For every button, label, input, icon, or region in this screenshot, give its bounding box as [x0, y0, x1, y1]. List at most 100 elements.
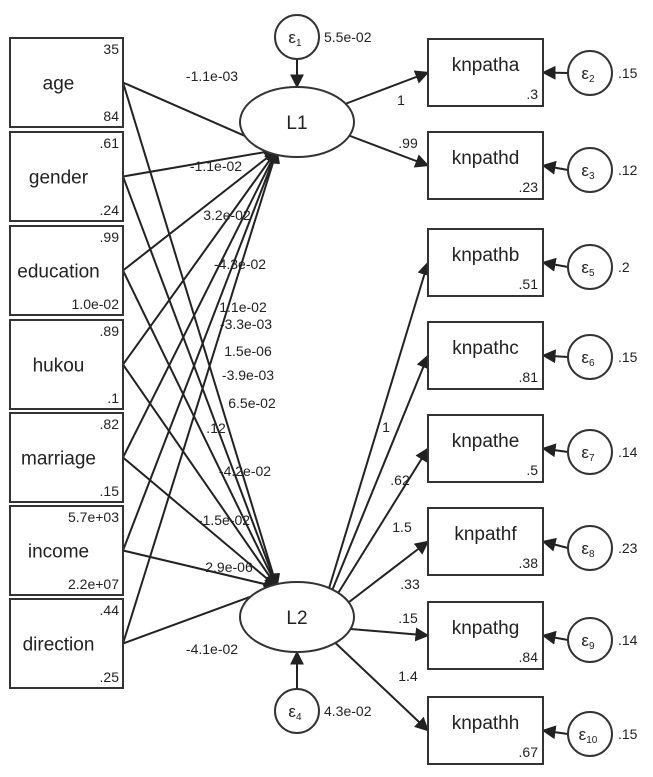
- indicator-name: knpathd: [452, 148, 520, 169]
- error-symbol-eps: ε: [581, 348, 589, 367]
- error-variance: .12: [618, 162, 638, 178]
- var-variance: .15: [100, 483, 120, 499]
- loading-coef-knpathg: .33: [400, 576, 420, 592]
- path-hukou-to-L2: [122, 363, 278, 589]
- var-name: education: [17, 262, 99, 283]
- coef-gender-L1: -1.1e-02: [190, 158, 242, 174]
- error-circle: [567, 50, 613, 96]
- error-circle: [567, 617, 613, 663]
- coef-hukou-L2: -4.2e-02: [219, 463, 271, 479]
- indicator-value: .38: [519, 555, 539, 571]
- error-symbol-eps: ε: [288, 702, 296, 721]
- path-marriage-to-L1: [122, 148, 278, 458]
- indicator-value: .84: [519, 649, 539, 665]
- indicator-box-knpathf: knpathf.38: [427, 507, 544, 576]
- indicator-box-knpathb: knpathb.51: [427, 228, 544, 297]
- var-box-direction: .44 direction .25: [9, 598, 124, 689]
- coef-income-L2: 2.9e-06: [205, 559, 253, 575]
- indicator-box-knpathd: knpathd .23: [427, 131, 544, 200]
- error-circle: [274, 14, 320, 60]
- error-arrow-e8: [541, 537, 569, 552]
- path-gender-to-L1: [122, 145, 279, 178]
- indicator-box-frame: [427, 507, 544, 576]
- loading-coef-knpathd: .99: [398, 135, 418, 151]
- coef-gender-L2: -3.9e-03: [222, 367, 274, 383]
- var-mean: .82: [100, 416, 120, 432]
- error-variance: 5.5e-02: [324, 29, 372, 45]
- loading-L2-knpathb: [326, 261, 432, 596]
- var-variance: 84: [103, 108, 119, 124]
- loading-L1-knpatha: [344, 70, 430, 105]
- indicator-value: .67: [519, 744, 539, 760]
- indicator-value: .3: [526, 86, 538, 102]
- error-variance: .2: [618, 259, 630, 275]
- error-symbol: ε8: [581, 539, 595, 560]
- indicator-value: .23: [519, 179, 539, 195]
- error-e10: ε10.15: [567, 711, 638, 757]
- var-mean: 5.7e+03: [68, 509, 119, 525]
- loading-coef-knpathb: 1: [382, 419, 390, 435]
- path-education-to-L2: [122, 270, 278, 589]
- error-e2: ε2.15: [567, 50, 638, 96]
- error-e9: ε9.14: [567, 617, 638, 663]
- error-variance: .15: [618, 65, 638, 81]
- latent-name: L1: [286, 113, 307, 134]
- var-variance: .1: [107, 390, 119, 406]
- indicator-name: knpathe: [452, 431, 520, 452]
- var-name: income: [28, 542, 89, 563]
- var-mean: .89: [100, 323, 120, 339]
- var-name: hukou: [33, 356, 85, 377]
- indicator-box-knpatha: knpatha .3: [427, 38, 544, 107]
- error-symbol: ε4: [288, 702, 302, 723]
- error-e3: ε3 .12: [567, 147, 638, 193]
- error-arrow-e2: [541, 65, 569, 80]
- indicator-box-frame: [427, 228, 544, 297]
- var-variance: .25: [100, 669, 120, 685]
- error-symbol: ε3: [581, 161, 595, 182]
- indicator-value: .5: [526, 462, 538, 478]
- indicator-name: knpathf: [454, 524, 517, 545]
- error-variance: .15: [618, 349, 638, 365]
- error-arrow-e5: [541, 257, 569, 272]
- error-symbol-eps: ε: [579, 725, 587, 744]
- var-mean: .44: [100, 602, 120, 618]
- loading-L2-knpathe: [326, 447, 429, 612]
- error-subscript: 4: [296, 712, 302, 723]
- indicator-box-frame: [427, 601, 544, 670]
- var-mean: 35: [103, 41, 119, 57]
- latent-L2: L2: [239, 581, 355, 653]
- var-box-hukou: .89 hukou .1: [9, 319, 124, 410]
- path-gender-to-L2: [122, 176, 280, 589]
- error-symbol: ε7: [581, 443, 595, 464]
- var-name: direction: [23, 635, 95, 656]
- error-symbol: ε5: [581, 258, 595, 279]
- indicator-box-frame: [427, 696, 544, 765]
- indicator-box-knpathc: knpathc.81: [427, 321, 544, 390]
- error-symbol-eps: ε: [581, 161, 589, 180]
- var-name: age: [43, 74, 75, 95]
- path-education-to-L1: [122, 149, 279, 272]
- coef-marriage-L2: -1.5e-02: [198, 512, 250, 528]
- var-box-frame: [9, 225, 124, 316]
- error-circle: [567, 334, 613, 380]
- loading-coef-knpathh: 1.4: [398, 668, 418, 684]
- error-symbol-eps: ε: [581, 539, 589, 558]
- indicator-value: .81: [519, 369, 539, 385]
- coef-direction-L1: 6.5e-02: [228, 395, 276, 411]
- indicator-name: knpathb: [452, 245, 520, 266]
- indicator-name: knpatha: [452, 55, 520, 76]
- path-marriage-to-L2: [122, 456, 279, 588]
- var-box-frame: [9, 598, 124, 689]
- latent-ellipse: [239, 86, 355, 158]
- error-symbol-eps: ε: [581, 258, 589, 277]
- var-mean: .61: [100, 135, 120, 151]
- error-variance: 4.3e-02: [324, 703, 372, 719]
- indicator-box-frame: [427, 321, 544, 390]
- indicator-box-frame: [427, 414, 544, 483]
- error-e5: ε5 .2: [567, 244, 630, 290]
- coef-age-L2: -3.3e-03: [220, 316, 272, 332]
- indicator-box-frame: [427, 131, 544, 200]
- error-arrow-e7: [541, 443, 569, 458]
- coef-marriage-L1: 1.1e-02: [219, 299, 267, 315]
- error-symbol: ε9: [581, 631, 595, 652]
